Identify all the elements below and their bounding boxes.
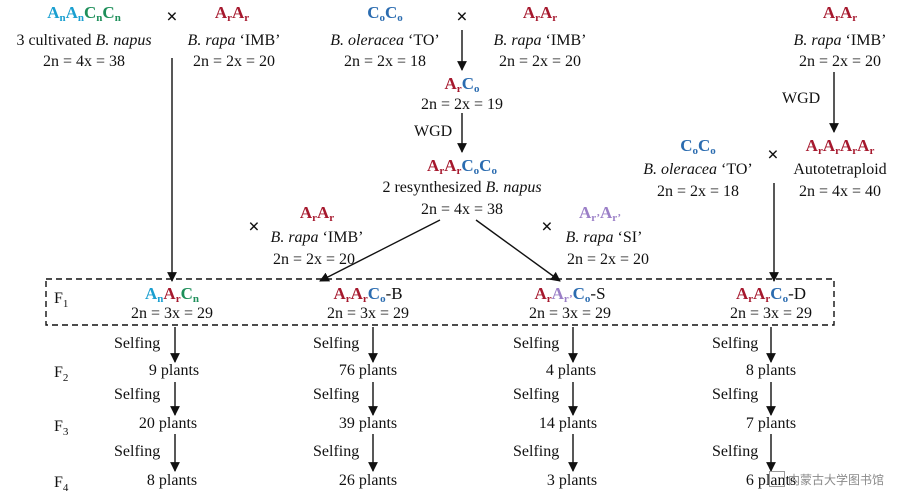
genome-CoCo: CoCo bbox=[680, 136, 716, 158]
autotetraploid-ploidy: 2n = 4x = 40 bbox=[798, 183, 882, 200]
selfing-label: Selfing bbox=[114, 443, 161, 460]
genome-Ar'Ar': Ar’Ar’ bbox=[578, 203, 622, 225]
genome-ArAr: ArAr bbox=[522, 3, 558, 25]
plant-count: 26 plants bbox=[338, 472, 398, 489]
generation-label-f1: F1 bbox=[54, 290, 69, 311]
rapa-si-desc: B. rapa ‘SI’ bbox=[565, 229, 643, 246]
generation-label-f4: F4 bbox=[54, 474, 69, 495]
plant-count: 6 plants bbox=[745, 472, 797, 489]
plant-count: 14 plants bbox=[538, 415, 598, 432]
generation-label-f3: F3 bbox=[54, 418, 69, 439]
oleracea-to-2-ploidy: 2n = 2x = 18 bbox=[656, 183, 740, 200]
wgd-label: WGD bbox=[782, 90, 821, 107]
selfing-label: Selfing bbox=[513, 335, 560, 352]
f1-ploidy: 2n = 3x = 29 bbox=[130, 305, 214, 322]
f1-ploidy: 2n = 3x = 29 bbox=[528, 305, 612, 322]
genome-ArAr: ArAr bbox=[214, 3, 250, 25]
selfing-label: Selfing bbox=[313, 386, 360, 403]
selfing-label: Selfing bbox=[513, 386, 560, 403]
genome-ArAr: ArAr bbox=[822, 3, 858, 25]
selfing-label: Selfing bbox=[712, 443, 759, 460]
selfing-label: Selfing bbox=[313, 335, 360, 352]
rapa-imb-2-desc: B. rapa ‘IMB’ bbox=[493, 32, 587, 49]
f1-genome-ArArCo-B: ArArCo-B bbox=[333, 284, 403, 306]
arrow-resynth-to-f1b bbox=[319, 219, 441, 282]
genome-ArArArAr: ArArArAr bbox=[805, 136, 875, 158]
cross-symbol: × bbox=[248, 216, 260, 238]
oleracea-to-1-ploidy: 2n = 2x = 18 bbox=[343, 53, 427, 70]
arrow-resynth-to-f1s bbox=[475, 219, 561, 282]
plant-count: 8 plants bbox=[745, 362, 797, 379]
cross-symbol: × bbox=[456, 6, 468, 28]
autotetraploid-desc: Autotetraploid bbox=[793, 161, 887, 178]
resynth-desc: 2 resynthesized B. napus bbox=[382, 179, 542, 196]
f1-ploidy: 2n = 3x = 29 bbox=[326, 305, 410, 322]
resynth-ploidy: 2n = 4x = 38 bbox=[420, 201, 504, 218]
plant-count: 76 plants bbox=[338, 362, 398, 379]
genome-ArCo: ArCo bbox=[444, 74, 480, 96]
rapa-imb-4-ploidy: 2n = 2x = 20 bbox=[272, 251, 356, 268]
plant-count: 4 plants bbox=[545, 362, 597, 379]
selfing-label: Selfing bbox=[313, 443, 360, 460]
f1-dashed-box bbox=[45, 278, 835, 326]
f1-ploidy: 2n = 3x = 29 bbox=[729, 305, 813, 322]
napus-cultivated-desc: 3 cultivated B. napus bbox=[16, 32, 152, 49]
genome-ArArCoCo: ArArCoCo bbox=[427, 156, 497, 178]
plant-count: 9 plants bbox=[148, 362, 200, 379]
selfing-label: Selfing bbox=[513, 443, 560, 460]
rapa-imb-1-ploidy: 2n = 2x = 20 bbox=[192, 53, 276, 70]
genome-CoCo: CoCo bbox=[367, 3, 403, 25]
selfing-label: Selfing bbox=[712, 386, 759, 403]
oleracea-to-1-desc: B. oleracea ‘TO’ bbox=[330, 32, 440, 49]
rapa-imb-1-desc: B. rapa ‘IMB’ bbox=[187, 32, 281, 49]
watermark-logo-icon bbox=[768, 471, 785, 487]
f1-genome-ArArCo-D: ArArCo-D bbox=[735, 284, 807, 306]
rapa-imb-3-desc: B. rapa ‘IMB’ bbox=[793, 32, 887, 49]
plant-count: 3 plants bbox=[546, 472, 598, 489]
f1-genome-ArAr'Co-S: ArAr’Co-S bbox=[534, 284, 606, 306]
plant-count: 8 plants bbox=[146, 472, 198, 489]
selfing-label: Selfing bbox=[114, 386, 161, 403]
wgd-label: WGD bbox=[414, 123, 453, 140]
plant-count: 20 plants bbox=[138, 415, 198, 432]
cross-symbol: × bbox=[541, 216, 553, 238]
selfing-label: Selfing bbox=[712, 335, 759, 352]
library-watermark: 内蒙古大学图书馆 bbox=[768, 471, 884, 488]
f1-genome-AnArCn: AnArCn bbox=[145, 284, 199, 306]
generation-label-f2: F2 bbox=[54, 364, 69, 385]
cross-symbol: × bbox=[166, 6, 178, 28]
plant-count: 7 plants bbox=[745, 415, 797, 432]
napus-cultivated-ploidy: 2n = 4x = 38 bbox=[42, 53, 126, 70]
cross-symbol: × bbox=[767, 144, 779, 166]
hybrid-ploidy: 2n = 2x = 19 bbox=[420, 96, 504, 113]
plant-count: 39 plants bbox=[338, 415, 398, 432]
rapa-imb-4-desc: B. rapa ‘IMB’ bbox=[270, 229, 364, 246]
rapa-si-ploidy: 2n = 2x = 20 bbox=[566, 251, 650, 268]
oleracea-to-2-desc: B. oleracea ‘TO’ bbox=[643, 161, 753, 178]
rapa-imb-3-ploidy: 2n = 2x = 20 bbox=[798, 53, 882, 70]
genome-ArAr: ArAr bbox=[299, 203, 335, 225]
rapa-imb-2-ploidy: 2n = 2x = 20 bbox=[498, 53, 582, 70]
genome-AnAnCnCn: AnAnCnCn bbox=[47, 3, 121, 25]
selfing-label: Selfing bbox=[114, 335, 161, 352]
